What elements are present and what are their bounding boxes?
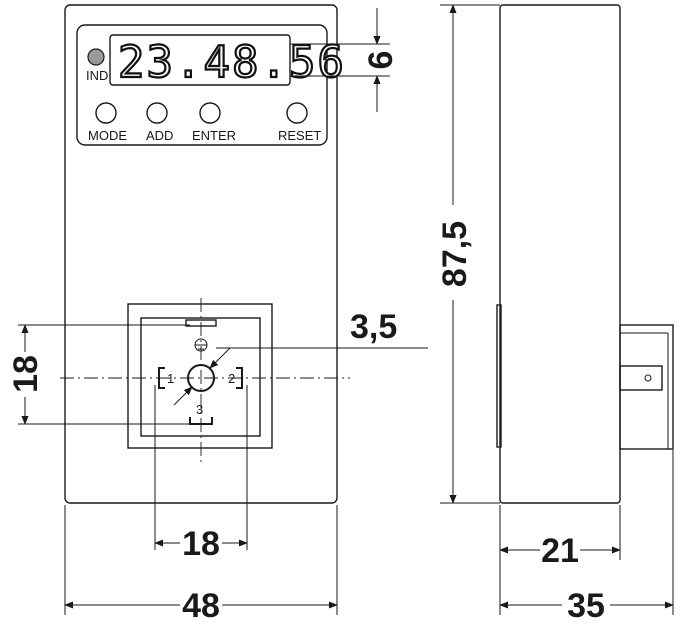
mode-button-label: MODE	[88, 128, 127, 143]
side-view	[496, 4, 674, 504]
front-dimensions: 6 18 3,5 18 48	[7, 8, 428, 625]
display-panel	[76, 24, 328, 146]
enter-button-label: ENTER	[192, 128, 236, 143]
side-body-outline	[499, 4, 621, 504]
pin-diameter-dimension: 3,5	[350, 308, 397, 346]
connector-outer	[127, 303, 273, 449]
lcd-display	[109, 34, 291, 86]
connector-inner	[140, 317, 261, 437]
add-button[interactable]	[146, 102, 168, 124]
connector-width-dimension: 18	[182, 525, 220, 563]
side-depth-dimension: 21	[541, 532, 579, 570]
total-depth-dimension: 35	[567, 587, 605, 625]
pin-1-label: 1	[167, 371, 174, 386]
side-connector-housing	[619, 324, 674, 450]
indicator-led	[87, 48, 105, 66]
side-dimensions: 87,5 21 35	[436, 4, 674, 625]
reset-button-label: RESET	[278, 128, 321, 143]
side-connector-flange	[496, 304, 502, 448]
side-plug-hole	[644, 374, 652, 382]
front-view: IND 23.48.56 MODE ADD ENTER RESET 1 2 3	[60, 4, 350, 504]
connector-height-dimension: 18	[7, 355, 45, 393]
pin-2-label: 2	[228, 371, 235, 386]
indicator-label: IND	[86, 68, 108, 83]
device-body-outline	[64, 4, 338, 504]
pin-3-label: 3	[196, 402, 203, 417]
add-button-label: ADD	[146, 128, 173, 143]
side-connector-plug	[619, 365, 663, 391]
body-height-dimension: 87,5	[436, 221, 474, 287]
reset-button[interactable]	[286, 102, 308, 124]
lcd-display-value: 23.48.56	[118, 37, 346, 88]
enter-button[interactable]	[199, 102, 221, 124]
body-width-dimension: 48	[182, 587, 220, 625]
mode-button[interactable]	[95, 102, 117, 124]
display-height-dimension: 6	[362, 51, 400, 70]
